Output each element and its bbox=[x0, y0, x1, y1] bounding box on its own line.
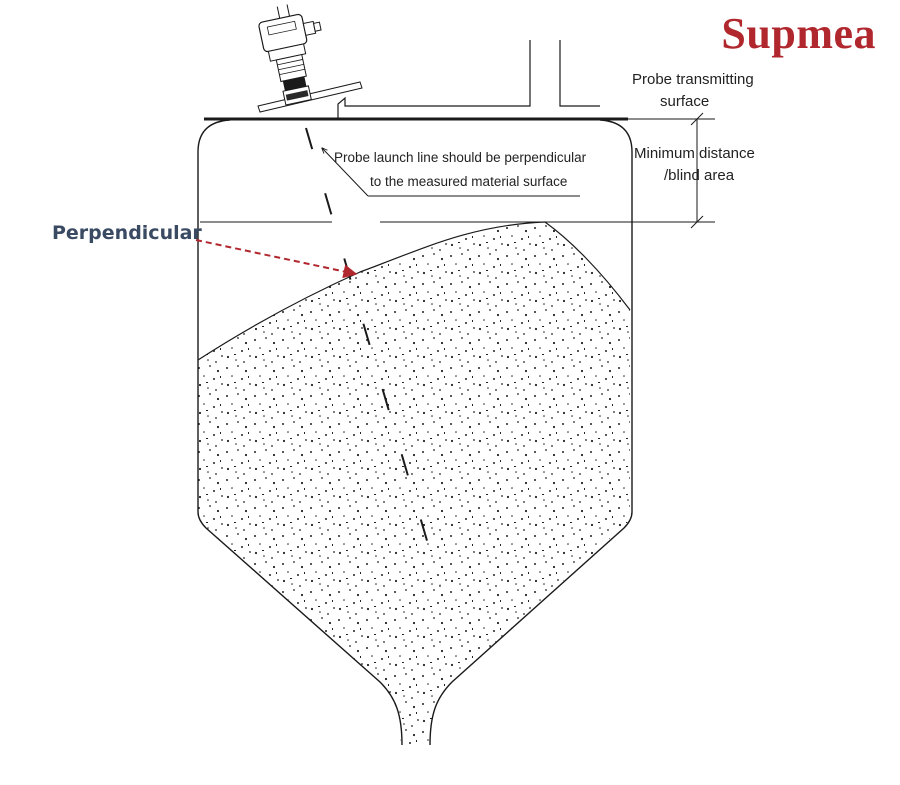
brand-logo: Supmea bbox=[721, 9, 876, 58]
material-fill bbox=[198, 222, 630, 745]
perpendicular-label: Perpendicular bbox=[52, 222, 202, 244]
ultrasonic-level-transmitter-icon bbox=[258, 4, 322, 106]
material-surface bbox=[197, 221, 631, 361]
min-distance-label-line1: Minimum distance bbox=[634, 145, 755, 162]
inlet-nozzle bbox=[337, 40, 531, 120]
silo-wall bbox=[197, 119, 403, 746]
probe-surface-label-line1: Probe transmitting bbox=[632, 71, 754, 88]
inlet-nozzle-right bbox=[559, 40, 600, 107]
probe-launch-line bbox=[305, 127, 441, 586]
dimension-tick-top bbox=[690, 112, 704, 126]
launch-leader bbox=[322, 148, 369, 197]
silo-wall-right bbox=[429, 119, 633, 746]
perpendicular-arrow bbox=[195, 239, 358, 279]
probe-surface-label-line2: surface bbox=[660, 93, 709, 110]
launch-label-line2: to the measured material surface bbox=[370, 174, 567, 189]
mounting-flange bbox=[257, 81, 363, 113]
dimension-tick-bottom bbox=[690, 215, 704, 229]
launch-label-line1: Probe launch line should be perpendicula… bbox=[334, 150, 587, 165]
min-distance-label-line2: /blind area bbox=[664, 167, 735, 184]
